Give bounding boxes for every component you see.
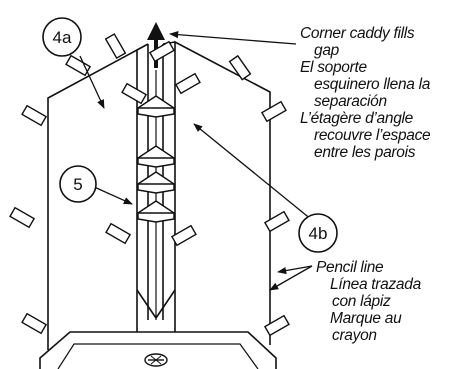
shelf-3 xyxy=(137,171,175,194)
leader-pencil-line-1 xyxy=(277,265,313,275)
callout-5: 5 xyxy=(59,165,97,203)
right-wall-outline xyxy=(174,40,271,345)
caption-en-line-2: gap xyxy=(314,42,339,59)
corner-line-left xyxy=(136,43,149,51)
caption-pencil-es-line-2: con lápiz xyxy=(332,293,391,310)
leader-5 xyxy=(91,185,133,205)
caption-es-line-2: esquinero llena la xyxy=(314,76,431,93)
leader-corner-caddy xyxy=(169,31,297,45)
caption-fr-line-2: recouvre l’espace xyxy=(314,127,431,144)
leader-4b xyxy=(193,123,313,221)
caption-pencil-fr-line-2: crayon xyxy=(332,327,377,344)
shelf-4 xyxy=(137,200,175,223)
callout-4b: 4b xyxy=(298,213,338,253)
callout-4b-label: 4b xyxy=(309,224,328,243)
caption-es-line-1: El soporte xyxy=(300,59,367,76)
caption-fr-line-3: entre les parois xyxy=(314,144,416,161)
callout-5-label: 5 xyxy=(73,175,82,194)
caption-pencil-fr-line-1: Marque au xyxy=(330,310,402,327)
caption-pencil-line: Pencil line Línea trazada con lápiz Marq… xyxy=(316,259,421,344)
caption-pencil-en-line-1: Pencil line xyxy=(316,259,384,276)
leader-4a xyxy=(79,55,105,109)
corner-caddy xyxy=(137,95,175,223)
caption-es-line-3: separación xyxy=(314,93,387,110)
caption-fr-line-1: L’étagère d’angle xyxy=(300,110,413,127)
leader-pencil-line-2 xyxy=(269,265,313,291)
callout-4a: 4a xyxy=(42,17,82,57)
drain-icon xyxy=(144,353,168,367)
left-wall-outline xyxy=(47,48,138,350)
tape-marks xyxy=(9,33,290,337)
callout-4a-label: 4a xyxy=(53,28,72,47)
shelf-2 xyxy=(137,145,175,168)
shower-base xyxy=(39,331,277,369)
caption-en-line-1: Corner caddy fills xyxy=(300,25,415,42)
caption-corner-caddy: Corner caddy fills gap El soporte esquin… xyxy=(300,25,431,161)
shelf-1 xyxy=(137,95,175,118)
caption-pencil-es-line-1: Línea trazada xyxy=(330,276,421,293)
